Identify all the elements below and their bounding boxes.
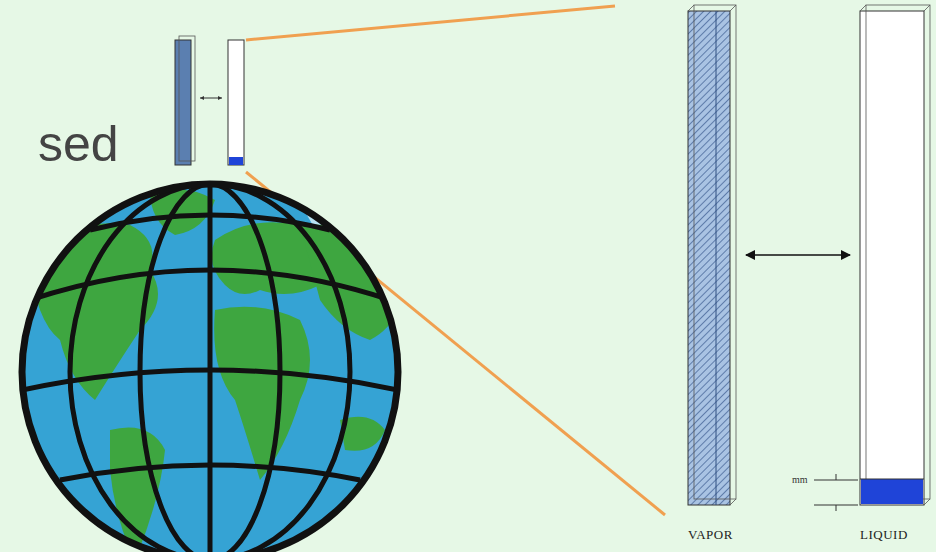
vapor-column bbox=[688, 5, 736, 505]
dimension-mark bbox=[814, 474, 858, 511]
small-columns bbox=[175, 36, 244, 165]
globe bbox=[22, 184, 402, 552]
column-caption: VAPOR bbox=[688, 527, 733, 543]
column-caption: LIQUID bbox=[860, 527, 908, 543]
exchange-arrow bbox=[746, 254, 850, 256]
partial-heading: sed bbox=[38, 115, 119, 173]
dimension-label: mm bbox=[792, 474, 808, 485]
liquid-column-node: LIQUID bbox=[860, 5, 930, 505]
liquid-column bbox=[860, 5, 930, 505]
zoom-line bbox=[246, 6, 615, 40]
vapor-column-node: VAPOR bbox=[688, 5, 736, 505]
